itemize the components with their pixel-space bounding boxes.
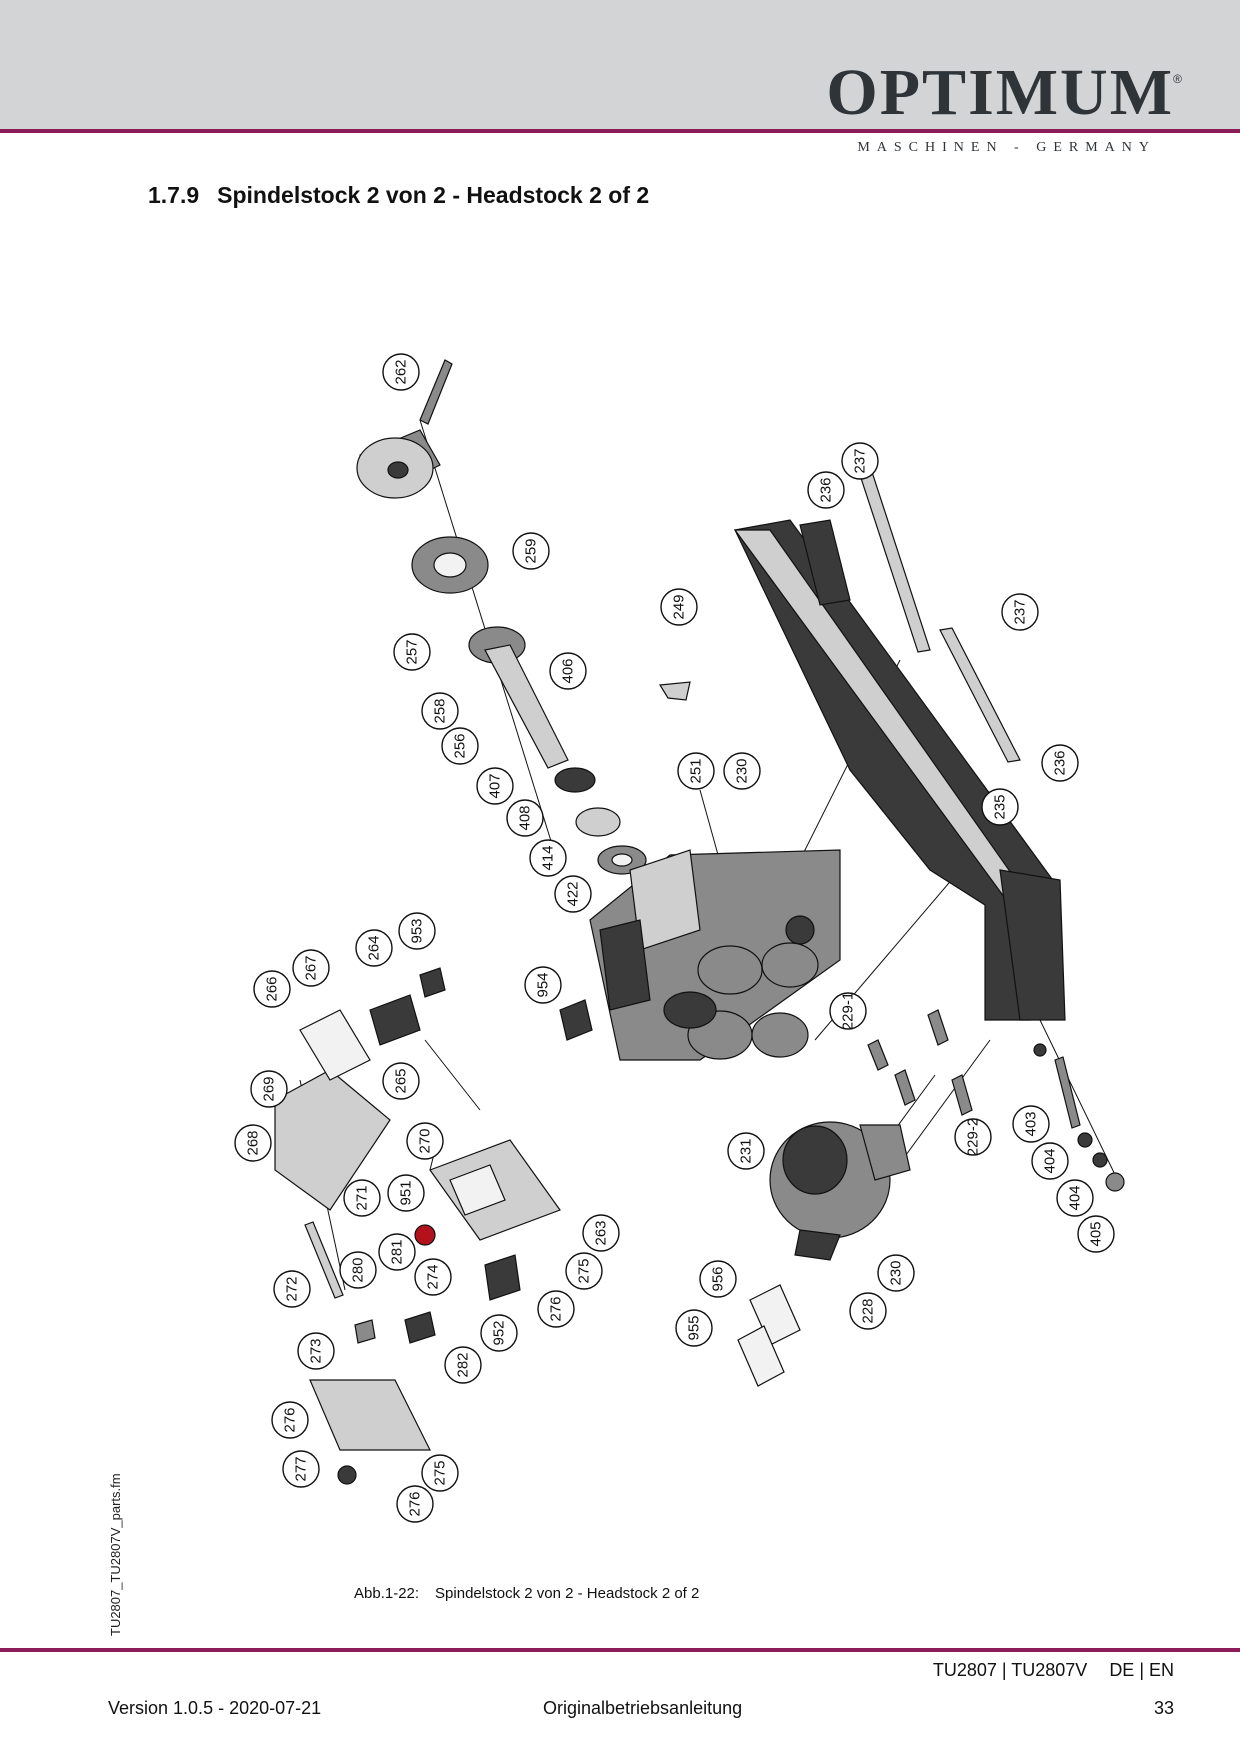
callout-label: 951: [398, 1180, 415, 1205]
callout-label: 282: [455, 1352, 472, 1377]
callout-label: 272: [284, 1276, 301, 1301]
callout-label: 276: [407, 1491, 424, 1516]
callout-label: 237: [852, 448, 869, 473]
callout-label: 953: [409, 918, 426, 943]
rod-part-272: [304, 1221, 344, 1299]
callout-label: 237: [1012, 599, 1029, 624]
callout-label: 275: [576, 1258, 593, 1283]
spindle-shaft-part: [468, 626, 569, 769]
footer-model: TU2807 | TU2807V: [932, 1660, 1088, 1680]
callout-label: 276: [548, 1296, 565, 1321]
figure-caption: Abb.1-22: Spindelstock 2 von 2 - Headstoc…: [354, 1585, 699, 1602]
figure-caption-text: Spindelstock 2 von 2 - Headstock 2 of 2: [435, 1585, 700, 1602]
side-file-label: TU2807_TU2807V_parts.fm: [108, 1473, 123, 1636]
callout-label: 955: [686, 1315, 703, 1340]
header-band: [0, 0, 1240, 130]
callout-label: 230: [734, 758, 751, 783]
callout-label: 263: [593, 1220, 610, 1245]
electrical-box: [429, 1139, 561, 1241]
section-number: 1.7.9: [148, 182, 200, 208]
callout-label: 275: [432, 1460, 449, 1485]
callout-label: 236: [1052, 750, 1069, 775]
tool-part-262: [419, 359, 453, 425]
callout-label: 266: [264, 976, 281, 1001]
brand-logo: OPTIMUM: [826, 56, 1174, 129]
brand-registered-mark: ®: [1173, 72, 1182, 86]
callout-label: 422: [565, 881, 582, 906]
figure-label: Abb.1-22:: [354, 1585, 420, 1602]
callout-label: 956: [710, 1266, 727, 1291]
section-title-text: Spindelstock 2 von 2 - Headstock 2 of 2: [217, 182, 650, 208]
pin-parts: [867, 1009, 973, 1116]
callout-label: 249: [671, 594, 688, 619]
lathe-bed: [733, 471, 1066, 1021]
callout-label: 230: [888, 1260, 905, 1285]
callout-label: 229-2: [965, 1118, 982, 1156]
footer-model-info: TU2807 | TU2807V DE | EN: [933, 1660, 1174, 1681]
callout-label: 256: [452, 733, 469, 758]
callout-label: 262: [393, 359, 410, 384]
callout-label: 236: [818, 477, 835, 502]
section-title: 1.7.9 Spindelstock 2 von 2 - Headstock 2 …: [148, 182, 649, 209]
clip-part: [658, 681, 691, 701]
base-plate: [309, 1379, 431, 1451]
footer-version: Version 1.0.5 - 2020-07-21: [108, 1698, 322, 1718]
headstock-housing: [589, 849, 841, 1061]
callout-label: 257: [404, 639, 421, 664]
callout-label: 414: [540, 845, 557, 870]
switch-parts: [354, 967, 593, 1344]
callout-label: 404: [1067, 1185, 1084, 1210]
callout-label: 407: [487, 773, 504, 798]
callout-label: 265: [393, 1068, 410, 1093]
callout-label: 228: [860, 1298, 877, 1323]
callout-label: 267: [303, 955, 320, 980]
callout-label: 264: [366, 935, 383, 960]
callout-label: 408: [517, 805, 534, 830]
callout-label: 404: [1042, 1148, 1059, 1173]
callout-label: 251: [688, 758, 705, 783]
part-callouts: 262 259 257 406 258 256 407 408 414 422 …: [234, 353, 1115, 1523]
footer-page-number: 33: [1153, 1698, 1174, 1718]
callout-label: 273: [308, 1338, 325, 1363]
callout-label: 277: [293, 1456, 310, 1481]
capacitor-parts: [737, 1284, 801, 1387]
callout-label: 954: [535, 972, 552, 997]
footer-doc-type: Originalbetriebsanleitung: [543, 1698, 743, 1718]
callout-label: 281: [389, 1239, 406, 1264]
brand-subtitle: MASCHINEN - GERMANY: [857, 140, 1156, 155]
callout-label: 270: [417, 1128, 434, 1153]
callout-label: 268: [245, 1130, 262, 1155]
callout-label: 231: [738, 1138, 755, 1163]
callout-label: 229-1: [840, 992, 857, 1030]
callout-label: 259: [523, 538, 540, 563]
header-rule: [0, 129, 1240, 133]
callout-label: 276: [282, 1407, 299, 1432]
flange-part: [411, 536, 489, 594]
footer-rule: [0, 1648, 1240, 1652]
callout-label: 258: [432, 698, 449, 723]
callout-label: 406: [560, 658, 577, 683]
leadscrew-parts: [1033, 1043, 1125, 1192]
motor-part: [769, 1121, 911, 1261]
callout-label: 274: [425, 1264, 442, 1289]
callout-label: 271: [354, 1185, 371, 1210]
knob-part-277: [337, 1465, 357, 1485]
callout-label: 280: [350, 1257, 367, 1282]
footer-languages: DE | EN: [1109, 1660, 1174, 1680]
callout-label: 403: [1023, 1111, 1040, 1136]
chuck-part: [356, 429, 441, 499]
callout-label: 405: [1088, 1221, 1105, 1246]
electrical-cover: [274, 1009, 391, 1211]
callout-label: 952: [491, 1320, 508, 1345]
bearing-parts: [554, 767, 647, 875]
callout-label: 235: [992, 794, 1009, 819]
callout-label: 269: [261, 1076, 278, 1101]
